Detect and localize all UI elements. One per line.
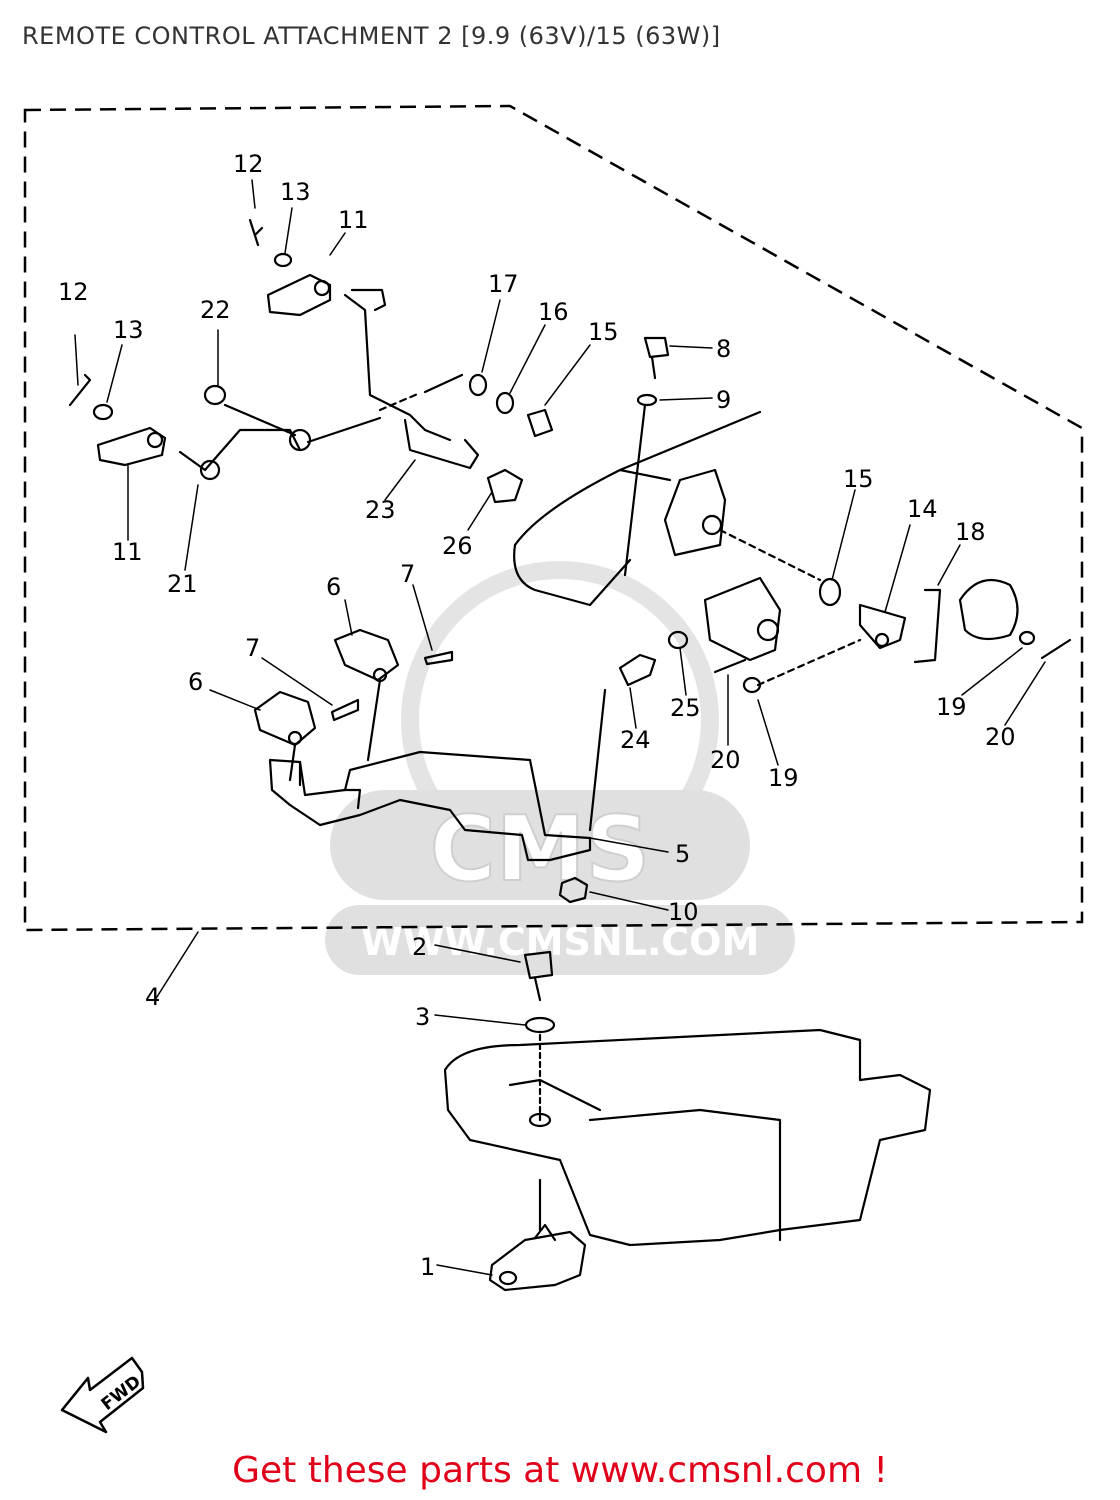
callout-17: 17 bbox=[488, 270, 519, 298]
clamp-bracket-body bbox=[443, 1028, 932, 1247]
nut-10 bbox=[558, 876, 589, 904]
callout-7a: 7 bbox=[400, 560, 415, 588]
callout-15b: 15 bbox=[843, 465, 874, 493]
callout-16: 16 bbox=[538, 298, 569, 326]
link-part-14 bbox=[858, 603, 907, 650]
callout-25: 25 bbox=[670, 694, 701, 722]
page-title: REMOTE CONTROL ATTACHMENT 2 [9.9 (63V)/1… bbox=[22, 22, 721, 50]
callout-14: 14 bbox=[907, 495, 938, 523]
callout-13a: 13 bbox=[280, 178, 311, 206]
leader-lines bbox=[74, 179, 1046, 1276]
callout-12a: 12 bbox=[233, 150, 264, 178]
callout-20a: 20 bbox=[710, 746, 741, 774]
callout-labels: 1 2 3 4 5 6 6 7 7 8 9 10 11 11 12 12 13 … bbox=[58, 150, 1016, 1281]
cable-joint-lower bbox=[96, 426, 167, 467]
small-rod-part bbox=[178, 428, 302, 472]
bracket-6-lower bbox=[253, 690, 317, 747]
fwd-arrow-icon: FWD bbox=[60, 1356, 145, 1434]
callout-19b: 19 bbox=[936, 693, 967, 721]
callout-2: 2 bbox=[412, 933, 427, 961]
callout-11b: 11 bbox=[112, 538, 143, 566]
cowling-part bbox=[513, 410, 762, 547]
bushing-part bbox=[486, 468, 524, 504]
callout-8: 8 bbox=[716, 335, 731, 363]
callout-19a: 19 bbox=[768, 764, 799, 792]
bolt-8 bbox=[643, 336, 670, 380]
link-rod-part bbox=[343, 293, 452, 442]
callout-21: 21 bbox=[167, 570, 198, 598]
callout-23: 23 bbox=[365, 496, 396, 524]
callout-6a: 6 bbox=[326, 573, 341, 601]
control-knob-part bbox=[958, 578, 1019, 641]
callout-20b: 20 bbox=[985, 723, 1016, 751]
callout-24: 24 bbox=[620, 726, 651, 754]
bracket-6-upper bbox=[333, 628, 400, 682]
callout-18: 18 bbox=[955, 518, 986, 546]
cable-joint-upper bbox=[266, 273, 332, 317]
callout-9: 9 bbox=[716, 386, 731, 414]
callout-26: 26 bbox=[442, 532, 473, 560]
callout-11a: 11 bbox=[338, 206, 369, 234]
shift-lever-part bbox=[663, 468, 727, 557]
assembly-boundary bbox=[23, 104, 1084, 932]
bracket-part bbox=[268, 750, 592, 862]
bolt-2 bbox=[523, 950, 554, 1002]
callout-13b: 13 bbox=[113, 316, 144, 344]
plate-part-1 bbox=[488, 1230, 587, 1292]
callout-10: 10 bbox=[668, 898, 699, 926]
callout-12b: 12 bbox=[58, 278, 89, 306]
throttle-cam-part bbox=[703, 576, 782, 662]
callout-15a: 15 bbox=[588, 318, 619, 346]
callout-7b: 7 bbox=[245, 634, 260, 662]
callout-22: 22 bbox=[200, 296, 231, 324]
callout-4: 4 bbox=[145, 983, 160, 1011]
callout-3: 3 bbox=[415, 1003, 430, 1031]
parts-diagram: CMS WWW.CMSNL.COM bbox=[23, 104, 1084, 1434]
callout-6b: 6 bbox=[188, 668, 203, 696]
footer-cta-link[interactable]: Get these parts at www.cmsnl.com ! bbox=[232, 1450, 888, 1491]
screw-24 bbox=[618, 653, 657, 687]
callout-5: 5 bbox=[675, 840, 690, 868]
callout-1: 1 bbox=[420, 1253, 435, 1281]
